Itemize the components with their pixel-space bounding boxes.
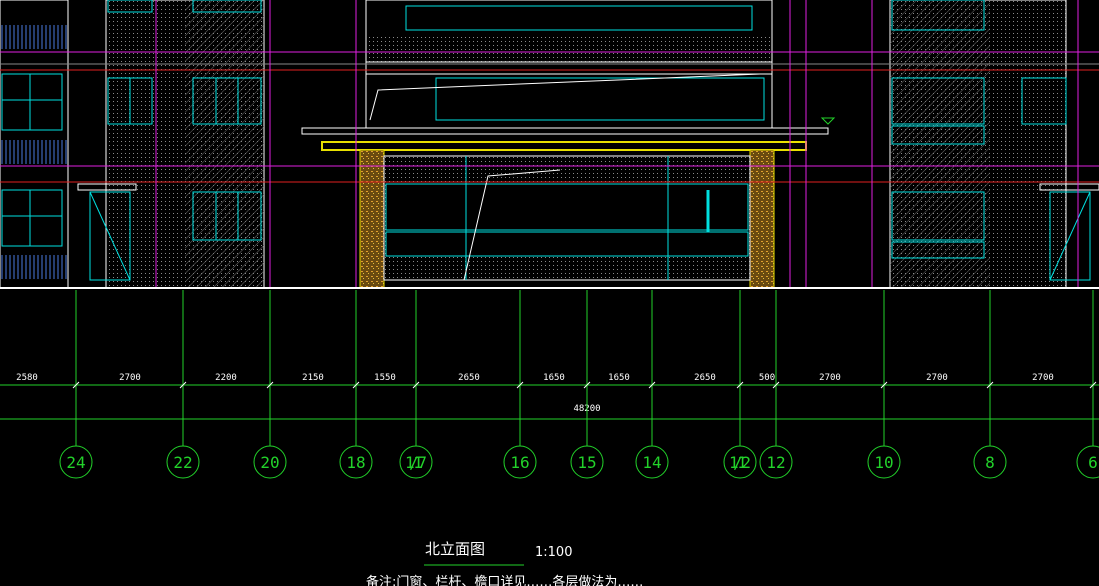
building-elevation (0, 0, 1099, 289)
dimension-tick (179, 381, 187, 389)
axis-bubble (503, 445, 537, 479)
axis-bubble-label: 16 (510, 453, 529, 472)
axis-bubble (59, 445, 93, 479)
dimension-tick (266, 381, 274, 389)
axis-bubble (635, 445, 669, 479)
drawing-note: 备注:门窗、栏杆、檐口详见……各层做法为…… (366, 574, 643, 586)
axis-bubble-label: 14 (642, 453, 661, 472)
left-balconies (0, 0, 69, 289)
dimension-text: 2700 (119, 373, 141, 383)
dimension-tick (648, 381, 656, 389)
dimension-tick (772, 381, 780, 389)
axis-bubble (973, 445, 1007, 479)
axis-bubble (570, 445, 604, 479)
axis-bubble-label: 8 (985, 453, 995, 472)
axis-16: 16 (503, 290, 537, 479)
axis-bubble-label: 22 (173, 453, 192, 472)
axis-22: 22 (166, 290, 200, 479)
axis-bubble (867, 445, 901, 479)
axis-bubble (166, 445, 200, 479)
axis-8: 8 (973, 290, 1007, 479)
dimension-text: 2650 (694, 373, 716, 383)
axis-24: 24 (59, 290, 93, 479)
axis-bubble-label: 1/17 (405, 453, 427, 472)
axis-12: 12 (759, 290, 793, 479)
axis-10: 10 (867, 290, 901, 479)
right-wall-block (889, 0, 1099, 289)
grid-axes: 24 22 20 18 1/17 16 15 14 1/12 12 10 8 6 (59, 290, 1099, 479)
dimension-text: 1650 (543, 373, 565, 383)
axis-bubble-label: 12 (766, 453, 785, 472)
dimension-tick (72, 381, 80, 389)
left-wall-block (77, 0, 265, 289)
dimension-tick (583, 381, 591, 389)
axis-bubble-label: 1/12 (729, 453, 751, 472)
axis-bubble (253, 445, 287, 479)
axis-bubble-label: 15 (577, 453, 596, 472)
dimension-text: 2150 (302, 373, 324, 383)
dimension-text: 2650 (458, 373, 480, 383)
axis-bubble-label: 18 (346, 453, 365, 472)
axis-bubble (339, 445, 373, 479)
axis-6: 6 (1076, 290, 1099, 479)
drawing-title: 北立面图 (425, 540, 485, 558)
dimension-text: 2200 (215, 373, 237, 383)
axis-bubble-label: 6 (1088, 453, 1098, 472)
dimension-texts: 2580 2700 2200 2150 1550 2650 1650 1650 2650 500 2… (16, 373, 1054, 383)
axis-bubble (399, 445, 433, 479)
axis-bubble-label: 20 (260, 453, 279, 472)
dimension-tick (516, 381, 524, 389)
dimension-text: 1650 (608, 373, 630, 383)
dimension-tick (986, 381, 994, 389)
dimension-text: 500 (759, 373, 775, 383)
axis-bubble (759, 445, 793, 479)
dimension-text: 1550 (374, 373, 396, 383)
dimension-text: 2700 (926, 373, 948, 383)
axis-14: 14 (635, 290, 669, 479)
entrance-canopy (301, 117, 836, 289)
dimension-text: 2700 (819, 373, 841, 383)
dimension-lines: 2580 2700 2200 2150 1550 2650 1650 1650 2650 500 2… (0, 373, 1099, 420)
dimension-text: 2580 (16, 373, 38, 383)
axis-bubble (723, 445, 757, 479)
center-upper-block (365, 0, 773, 129)
axis-1-17: 1/17 (399, 290, 433, 479)
axis-bubble-label: 10 (874, 453, 893, 472)
dimension-tick (1089, 381, 1097, 389)
title-block: 北立面图 1:100 备注:门窗、栏杆、檐口详见……各层做法为…… (366, 540, 643, 586)
axis-18: 18 (339, 290, 373, 479)
dimension-tick (352, 381, 360, 389)
axis-1-12: 1/12 (723, 290, 757, 479)
axis-20: 20 (253, 290, 287, 479)
dimension-text: 2700 (1032, 373, 1054, 383)
axis-bubble-label: 24 (66, 453, 85, 472)
dimension-tick (880, 381, 888, 389)
axis-15: 15 (570, 290, 604, 479)
guide-lines (0, 0, 1099, 288)
dimension-tick (412, 381, 420, 389)
dimension-tick (736, 381, 744, 389)
drawing-scale: 1:100 (535, 545, 572, 560)
axis-bubble (1076, 445, 1099, 479)
